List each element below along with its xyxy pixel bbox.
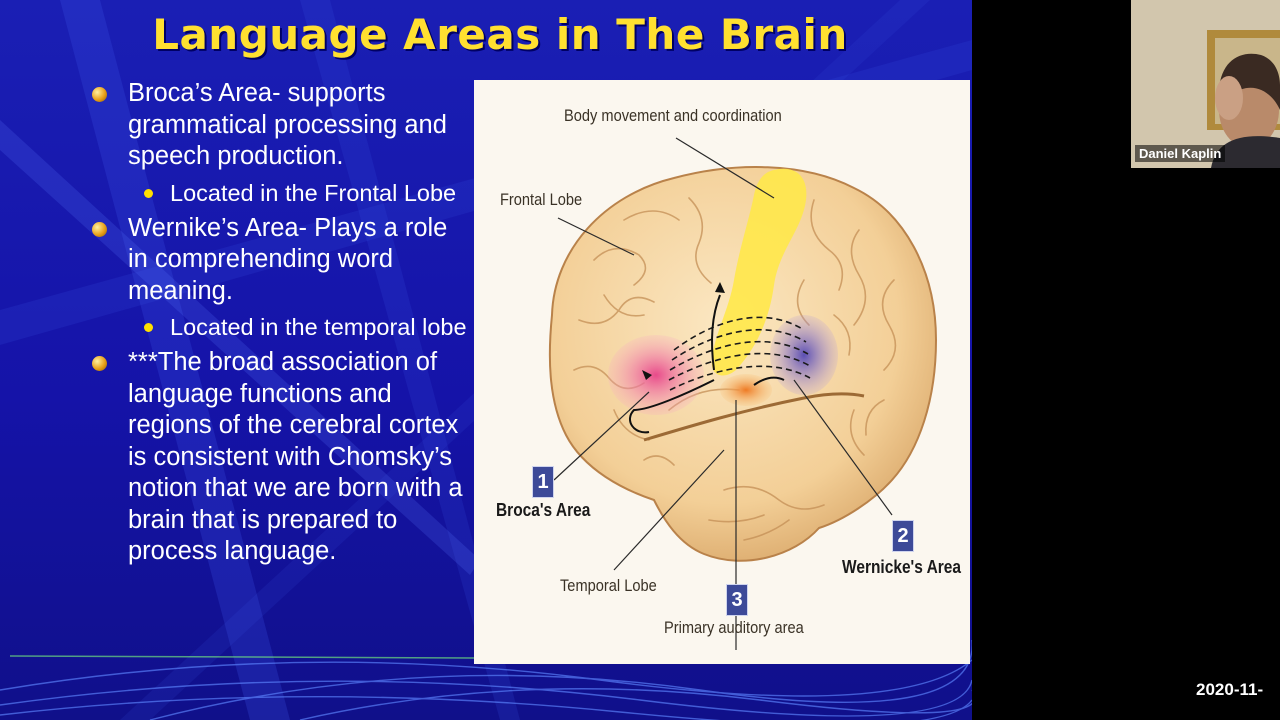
bullet-brocas-area: Broca’s Area- supports grammatical proce…: [88, 78, 472, 207]
bullet-wernikes-area: Wernike’s Area- Plays a role in comprehe…: [88, 213, 472, 342]
brain-diagram: Body movement and coordination Frontal L…: [474, 80, 970, 664]
label-body-movement: Body movement and coordination: [564, 106, 782, 125]
sub-bullet-temporal-lobe: Located in the temporal lobe: [88, 313, 472, 341]
sub-bullet-dot-icon: [144, 188, 153, 198]
sub-bullet-dot-icon: [144, 323, 153, 332]
marker-3: 3: [726, 584, 748, 616]
presentation-slide: Language Areas in The Brain Broca’s Area…: [0, 0, 972, 720]
participant-video-tile[interactable]: Daniel Kaplin: [1131, 0, 1280, 168]
label-temporal-lobe: Temporal Lobe: [560, 576, 657, 595]
bullet-text: Wernike’s Area- Plays a role in comprehe…: [128, 213, 448, 305]
brain-illustration: [548, 137, 938, 650]
label-primary-auditory: Primary auditory area: [664, 618, 804, 637]
marker-2: 2: [892, 520, 914, 552]
sub-bullet-text: Located in the Frontal Lobe: [170, 179, 457, 206]
participant-name: Daniel Kaplin: [1135, 145, 1226, 162]
bullet-text: ***The broad association of language fun…: [128, 348, 463, 565]
bullet-dot-icon: [92, 356, 107, 371]
bullet-dot-icon: [92, 87, 107, 102]
label-frontal-lobe: Frontal Lobe: [500, 190, 583, 209]
label-brocas-area: Broca's Area: [496, 500, 591, 520]
participant-video-feed: [1131, 0, 1280, 168]
bullet-text: Broca’s Area- supports grammatical proce…: [128, 79, 447, 170]
bullet-dot-icon: [92, 221, 107, 237]
recording-timestamp: 2020-11-: [1196, 680, 1264, 699]
sub-bullet-frontal-lobe: Located in the Frontal Lobe: [88, 179, 472, 207]
slide-title: Language Areas in The Brain: [152, 10, 848, 59]
label-wernickes-area: Wernicke's Area: [842, 557, 961, 577]
bullet-list: Broca’s Area- supports grammatical proce…: [88, 78, 472, 574]
bullet-chomsky-note: ***The broad association of language fun…: [88, 347, 472, 568]
sub-bullet-text: Located in the temporal lobe: [170, 314, 467, 340]
marker-1: 1: [532, 466, 554, 498]
